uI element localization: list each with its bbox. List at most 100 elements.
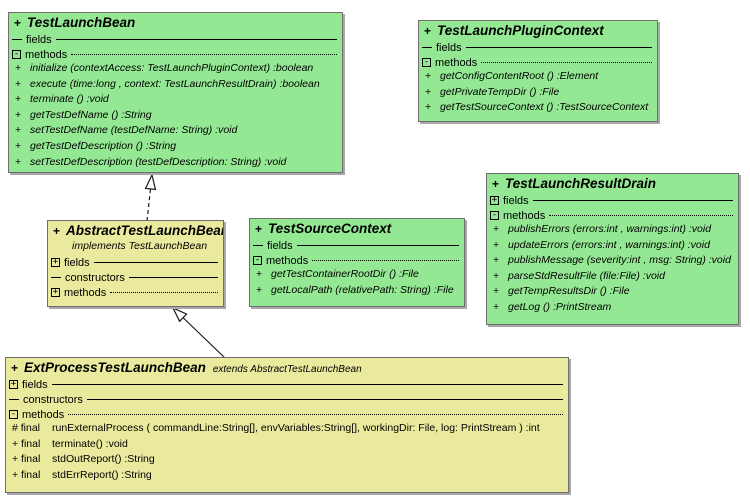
separator-line xyxy=(110,292,218,293)
minus-box-icon[interactable]: - xyxy=(422,57,431,67)
visibility-marker: + xyxy=(53,224,61,238)
member-row[interactable]: + getTestDefName () :String xyxy=(9,109,342,125)
section-methods: -methods xyxy=(487,208,738,223)
section-methods: -methods xyxy=(9,47,342,62)
member-visibility: + xyxy=(15,124,22,137)
plus-box-icon[interactable]: + xyxy=(51,287,60,297)
class-box-abstract-test-launch-bean[interactable]: + AbstractTestLaunchBean implements TestLa… xyxy=(47,220,224,307)
section-fields: +fields xyxy=(6,377,568,392)
class-title-row: +TestLaunchPluginContext xyxy=(419,21,657,40)
visibility-marker: + xyxy=(492,177,500,191)
section-methods: +methods xyxy=(48,285,223,300)
member-signature: getTempResultsDir () :File xyxy=(508,285,630,298)
section-label: fields xyxy=(436,41,462,54)
member-visibility: + xyxy=(256,268,263,280)
member-row[interactable]: +initialize (contextAccess: TestLaunchPl… xyxy=(9,62,342,78)
member-signature: terminate() :void xyxy=(52,437,128,450)
class-extends-note: extends AbstractTestLaunchBean xyxy=(212,364,362,375)
section-constructors: constructors xyxy=(48,270,223,285)
member-signature: runExternalProcess ( commandLine:String[… xyxy=(52,422,540,434)
member-row[interactable]: + getTempResultsDir () :File xyxy=(487,285,738,301)
separator-line xyxy=(549,215,733,216)
member-signature: getTestDefDescription () :String xyxy=(30,139,177,152)
section-label: methods xyxy=(22,408,65,421)
class-title-row: + TestLaunchResultDrain xyxy=(487,174,738,193)
class-name: AbstractTestLaunchBean xyxy=(66,223,224,238)
member-visibility: + xyxy=(15,108,22,121)
member-row[interactable]: +execute (time:long , context: TestLaunc… xyxy=(9,78,342,94)
member-row[interactable]: +publishErrors (errors:int , warnings:in… xyxy=(487,223,738,239)
member-signature: getTestDefName () :String xyxy=(30,108,152,121)
class-name: TestLaunchBean xyxy=(27,15,136,30)
minus-box-icon[interactable]: - xyxy=(490,210,499,220)
class-box-test-launch-result-drain[interactable]: +TestLaunchResultDrain+fields-methods+pu… xyxy=(486,173,739,325)
class-implements-note: implements TestLaunchBean xyxy=(72,240,208,252)
separator-line xyxy=(128,277,218,278)
member-row[interactable]: +getTestDefDescription () :String xyxy=(9,140,342,156)
separator-line xyxy=(481,62,652,63)
minus-box-icon[interactable]: - xyxy=(12,49,21,59)
separator-line xyxy=(71,54,337,55)
member-signature: stdErrReport() :String xyxy=(52,468,152,481)
member-row[interactable]: +updateErrors (errors:int , warnings:int… xyxy=(487,239,738,255)
class-title-row: +TestSourceContext xyxy=(250,219,464,238)
member-signature: parseStdResultFile (file:File) :void xyxy=(508,269,665,282)
member-row[interactable]: +getPrivateTempDir () :File xyxy=(419,86,657,102)
section-fields: fields xyxy=(419,40,657,55)
extends-arrow[interactable] xyxy=(171,306,226,359)
member-row[interactable]: +getConfigContentRoot () :Element xyxy=(419,70,657,86)
section-label: methods xyxy=(435,56,478,69)
member-visibility: + xyxy=(425,85,432,98)
member-signature: terminate () :void xyxy=(30,93,109,106)
section-label: fields xyxy=(503,194,529,207)
section-label: methods xyxy=(266,254,309,267)
member-row[interactable]: + getLog () :PrintStream xyxy=(487,301,738,317)
class-title-row: +TestLaunchBean xyxy=(9,13,342,32)
member-signature: publishMessage (severity:int , msg: Stri… xyxy=(508,254,731,267)
visibility-marker: + xyxy=(11,361,19,375)
class-name: TestLaunchResultDrain xyxy=(505,176,657,191)
plus-box-icon[interactable]: + xyxy=(9,379,18,389)
separator-line xyxy=(86,399,563,400)
member-visibility: + xyxy=(15,77,22,90)
plus-box-icon[interactable]: + xyxy=(51,257,60,267)
section-methods: -methods xyxy=(250,253,464,268)
member-visibility: + xyxy=(493,223,500,235)
member-row[interactable]: +getLocalPath (relativePath: String) :Fi… xyxy=(250,284,464,300)
class-title-row: + AbstractTestLaunchBean xyxy=(48,221,223,240)
member-signature: stdOutReport() :String xyxy=(52,453,155,466)
member-row[interactable]: +getTestContainerRootDir () :File xyxy=(250,268,464,284)
section-label: fields xyxy=(64,256,90,269)
minus-box-icon[interactable]: - xyxy=(253,255,262,265)
member-visibility: + xyxy=(493,285,500,298)
section-fields: + fields xyxy=(487,193,738,208)
member-signature: getConfigContentRoot () :Element xyxy=(440,70,599,82)
section-label: constructors xyxy=(23,393,83,406)
implements-arrow[interactable] xyxy=(144,173,157,222)
member-row[interactable]: + parseStdResultFile (file:File) :void xyxy=(487,270,738,286)
member-row[interactable]: +setTestDefDescription (testDefDescripti… xyxy=(9,156,342,172)
minus-box-icon[interactable]: - xyxy=(9,409,18,419)
separator-line xyxy=(296,245,459,246)
separator-line xyxy=(465,47,652,48)
member-visibility: + xyxy=(493,269,500,282)
member-row[interactable]: +publishMessage (severity:int , msg: Str… xyxy=(487,254,738,270)
separator-line xyxy=(68,414,563,415)
member-visibility: + xyxy=(493,300,500,313)
dash-icon xyxy=(51,277,61,278)
member-signature: getLog () :PrintStream xyxy=(508,300,612,313)
plus-box-icon[interactable]: + xyxy=(490,195,499,205)
member-row[interactable]: +getTestSourceContext () :TestSourceCont… xyxy=(419,101,657,117)
member-row[interactable]: +terminate () :void xyxy=(9,93,342,109)
member-row[interactable]: +setTestDefName (testDefName: String) :v… xyxy=(9,124,342,140)
